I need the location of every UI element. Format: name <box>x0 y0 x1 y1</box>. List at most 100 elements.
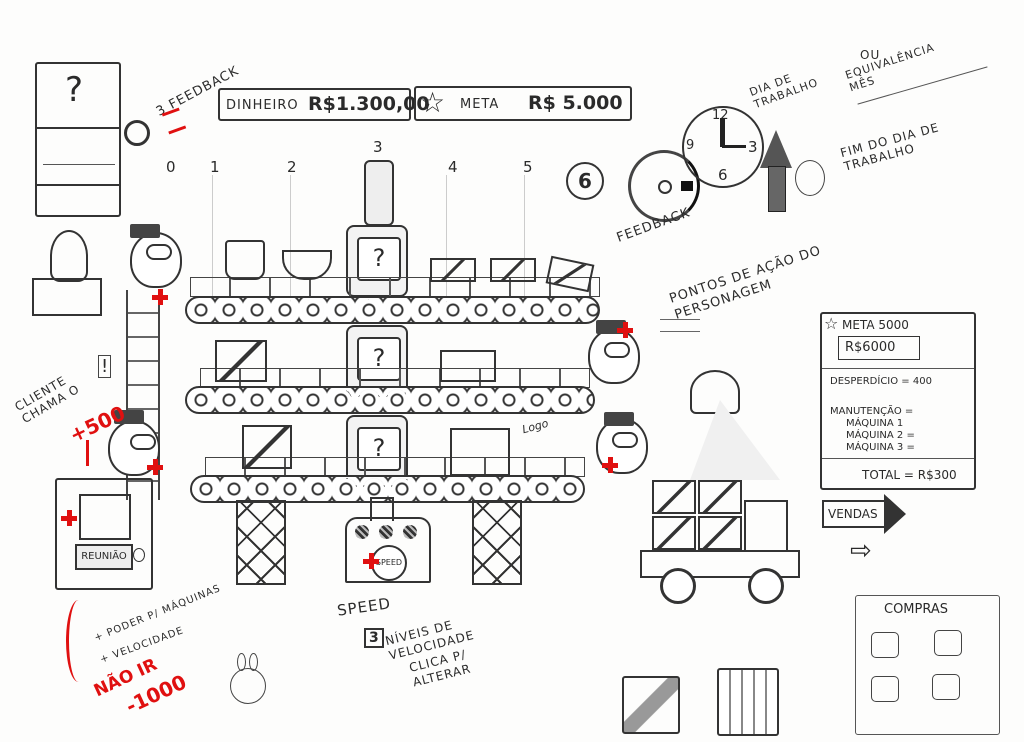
red-cross-marker <box>363 553 379 569</box>
shop-item-slot[interactable] <box>871 632 899 658</box>
report-maintenance: Manutenção = <box>830 406 914 417</box>
speed-button-label: Speed <box>375 558 403 567</box>
goal-display: ☆ Meta R$ 5.000 <box>414 86 632 121</box>
red-curved-arrow <box>66 600 91 682</box>
report-machine-1: Máquina 1 <box>846 418 904 429</box>
clock-minute-hand <box>722 145 746 148</box>
basket-stand <box>32 230 102 316</box>
basket-icon <box>50 230 88 282</box>
truck-crate <box>652 516 696 550</box>
conveyor-rail-1 <box>190 277 600 297</box>
feedback-count-badge: 6 <box>566 162 604 200</box>
feedback-red-marks <box>161 107 187 135</box>
daily-report-panel: ☆ Meta 5000 R$6000 Desperdício = 400 Man… <box>820 312 976 490</box>
report-machine-3: Máquina 3 = <box>846 442 915 453</box>
column-3: 3 <box>373 138 383 156</box>
truck-crate <box>652 480 696 514</box>
shop-panel: Compras <box>855 595 1000 735</box>
truck-wheel <box>660 568 696 604</box>
speed-note-label: Speed <box>336 594 393 620</box>
logo-note: Logo <box>520 416 550 437</box>
basket-item <box>440 350 496 382</box>
truck-cab <box>744 500 788 552</box>
crate-item <box>215 340 267 382</box>
action-point-marker[interactable] <box>147 459 163 475</box>
note-equivalent: equivalência mês <box>843 40 937 95</box>
goal-value: R$ 5.000 <box>528 92 623 114</box>
speed-level-indicator <box>379 525 393 539</box>
machine-1-screen: ? <box>357 237 401 281</box>
rocket-icon <box>760 130 792 168</box>
rocket-body <box>768 166 786 212</box>
machine-stand <box>370 497 394 521</box>
report-machine-2: Máquina 2 = <box>846 430 915 441</box>
action-point-marker[interactable] <box>152 289 168 305</box>
column-2: 2 <box>287 158 297 176</box>
question-icon: ? <box>65 70 84 110</box>
action-points-note: Pontos de ação do personagem <box>667 243 824 323</box>
shop-thumbnail-crate[interactable] <box>622 676 680 734</box>
meeting-button[interactable]: Reunião <box>75 544 133 570</box>
conveyor-belt-2 <box>185 386 595 414</box>
bucket-item <box>225 240 265 280</box>
shop-item-slot[interactable] <box>932 674 960 700</box>
feedback-gauge <box>628 150 700 222</box>
sales-button[interactable]: Vendas <box>822 500 886 528</box>
meeting-knob[interactable] <box>133 548 145 562</box>
clock-hour-hand <box>720 118 725 147</box>
report-earned: R$6000 <box>845 340 896 355</box>
speed-control-panel: Speed <box>345 517 431 583</box>
sales-button-label: Vendas <box>828 507 878 521</box>
clock-number-3: 3 <box>748 138 758 156</box>
delivery-truck[interactable] <box>640 480 810 605</box>
knob-icon[interactable] <box>124 120 150 146</box>
crate-item <box>242 425 292 469</box>
speed-level-indicator <box>403 525 417 539</box>
money-label: Dinheiro <box>226 98 299 113</box>
scaffold-right <box>472 500 522 585</box>
column-1: 1 <box>210 158 220 176</box>
next-arrow-icon[interactable]: ⇨ <box>850 536 872 566</box>
scaffold-left <box>236 500 286 585</box>
note-end-of-day: Fim do dia de trabalho <box>838 120 941 174</box>
crate-item <box>430 258 476 282</box>
speed-levels-count: 3 <box>364 628 384 648</box>
feedback-count: 6 <box>578 169 592 193</box>
truck-wheel <box>748 568 784 604</box>
column-4: 4 <box>448 158 458 176</box>
money-value: R$1.300,00 <box>308 93 430 115</box>
mystery-panel[interactable]: ? <box>35 62 121 217</box>
note-or: ou <box>860 48 881 62</box>
shop-thumbnail-gift[interactable] <box>717 668 779 736</box>
truck-body <box>640 550 800 578</box>
report-waste: Desperdício = 400 <box>830 376 932 387</box>
lamp-light-cone <box>690 400 780 480</box>
truck-crate <box>698 480 742 514</box>
shop-item-slot[interactable] <box>934 630 962 656</box>
client-alert-icon: ! <box>98 355 112 378</box>
money-display: Dinheiro R$1.300,00 <box>218 88 430 121</box>
conveyor-belt-1 <box>185 296 600 324</box>
crate-item <box>490 258 536 282</box>
shop-item-slot[interactable] <box>871 676 899 702</box>
clock-number-9: 9 <box>686 138 695 153</box>
client-meeting-panel: Reunião <box>55 478 153 590</box>
worker-character[interactable] <box>596 412 648 474</box>
action-point-marker[interactable] <box>602 457 618 473</box>
report-earned-box: R$6000 <box>838 336 920 360</box>
report-star-icon: ☆ <box>824 314 839 333</box>
worker-character[interactable] <box>588 320 640 384</box>
report-goal: Meta 5000 <box>842 318 909 332</box>
action-point-marker[interactable] <box>61 510 77 526</box>
sales-arrow-head <box>884 494 906 534</box>
client-window <box>79 494 131 540</box>
red-arrow-down <box>86 440 89 466</box>
brick-wall-icon <box>660 308 700 334</box>
worker-character[interactable] <box>130 224 182 288</box>
machine-input-tube <box>364 160 394 226</box>
action-point-marker[interactable] <box>617 322 633 338</box>
meeting-button-label: Reunião <box>81 551 127 562</box>
logo-crate <box>450 428 510 476</box>
note-workday: Dia de trabalho <box>747 71 821 112</box>
speed-level-indicator <box>355 525 369 539</box>
